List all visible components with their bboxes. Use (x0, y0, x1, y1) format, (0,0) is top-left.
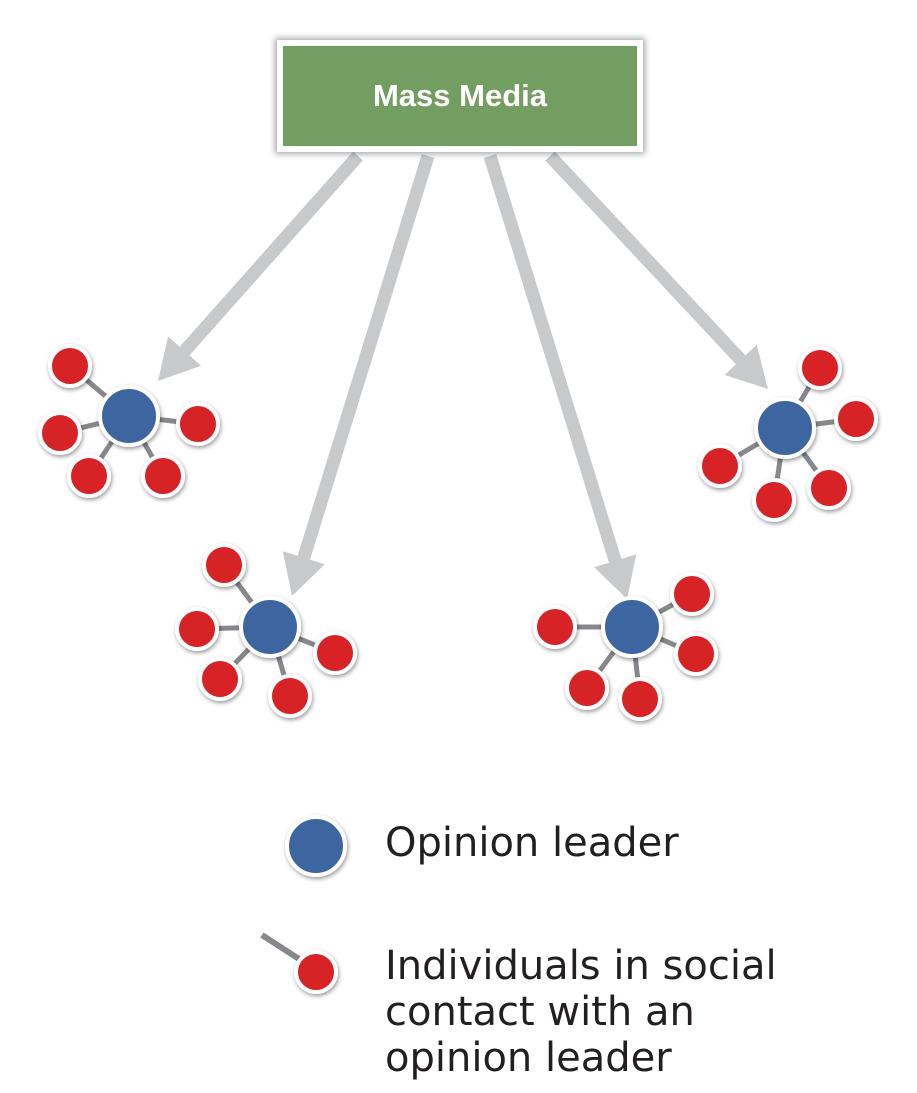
legend-opinion-leader-label: Opinion leader (385, 820, 679, 866)
individual-node (533, 605, 577, 649)
individual-node (618, 677, 662, 721)
individual-node (175, 607, 219, 651)
legend-symbols (260, 815, 347, 994)
opinion-leader-node (601, 596, 663, 658)
individual-node (67, 454, 111, 498)
legend-individuals-line-2: contact with an (385, 989, 695, 1035)
individual-node (313, 631, 357, 675)
individual-node (698, 444, 742, 488)
individual-node (834, 397, 878, 441)
cluster-3 (533, 572, 718, 721)
arrow-2 (282, 154, 435, 596)
individual-node (674, 632, 718, 676)
legend-individuals-label: Individuals in social contact with an op… (385, 943, 777, 1081)
arrow-head-3 (594, 554, 637, 599)
arrows (158, 151, 768, 599)
individual-node (141, 454, 185, 498)
arrow-head-1 (158, 336, 202, 381)
individual-node (670, 572, 714, 616)
cluster-1 (38, 344, 220, 498)
cluster-4 (698, 346, 878, 522)
individual-node (807, 466, 851, 510)
individual-node (202, 543, 246, 587)
arrow-3 (483, 154, 637, 599)
clusters (38, 344, 878, 721)
legend-individuals-line-1: Individuals in social (385, 943, 777, 989)
cluster-2 (175, 543, 357, 718)
individual-node (198, 657, 242, 701)
opinion-leader-node (239, 596, 301, 658)
legend-opinion-leader-symbol (285, 815, 347, 877)
individual-node (176, 402, 220, 446)
mass-media-box: Mass Media (277, 40, 643, 152)
individual-node (38, 411, 82, 455)
individual-node (268, 674, 312, 718)
opinion-leader-node (754, 397, 816, 459)
legend-individuals-line-3: opinion leader (385, 1035, 672, 1081)
legend-individual-symbol (260, 932, 338, 994)
individual-node (798, 346, 842, 390)
mass-media-label: Mass Media (372, 78, 547, 113)
individual-node (565, 666, 609, 710)
arrow-head-2 (282, 551, 325, 596)
arrow-1 (158, 151, 363, 381)
legend-individual-node (294, 950, 338, 994)
individual-node (752, 478, 796, 522)
arrow-head-4 (724, 344, 768, 389)
opinion-leader-node (98, 385, 160, 447)
individual-node (48, 344, 92, 388)
arrow-4 (545, 151, 768, 389)
